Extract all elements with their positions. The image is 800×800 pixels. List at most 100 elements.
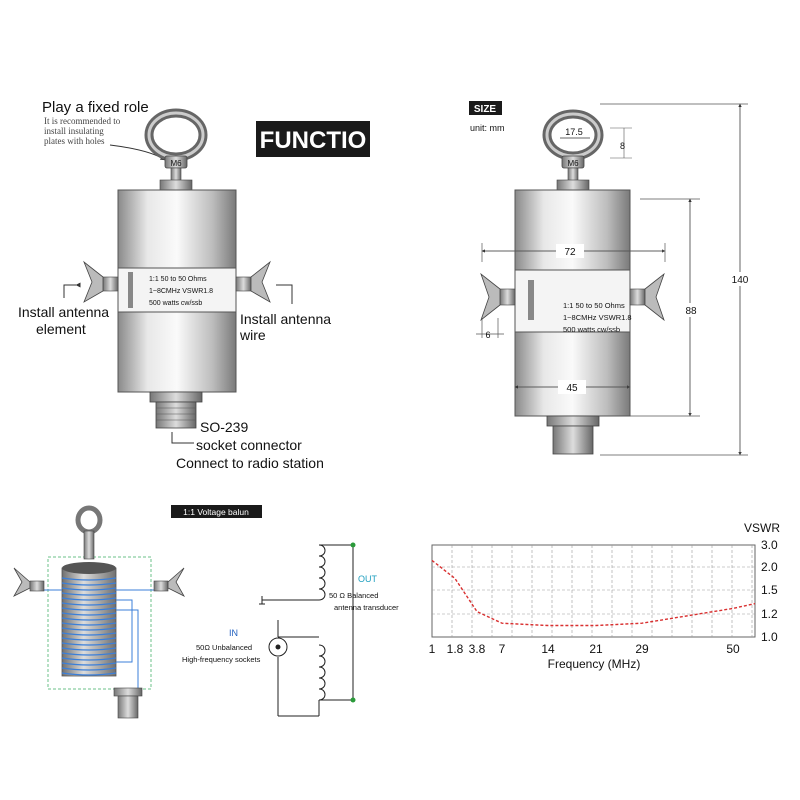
dim-ring-height: 8 <box>620 141 625 151</box>
in-desc-2: High-frequency sockets <box>182 655 261 664</box>
coil-right-wing-nut <box>153 567 186 597</box>
label-line-3: 500 watts cw/ssb <box>149 300 202 307</box>
bottom-callout-1: SO-239 <box>200 419 248 435</box>
size-unit: unit: mm <box>470 123 505 133</box>
size-left-wing-nut <box>480 272 516 322</box>
coil-winding-turn <box>61 642 117 646</box>
in-desc-1: 50Ω Unbalanced <box>196 643 252 652</box>
right-wing-nut <box>235 260 271 303</box>
y-tick-label: 3.0 <box>761 538 778 552</box>
balun-upper-body <box>117 189 237 271</box>
size-title: SIZE <box>474 104 497 115</box>
dim-diameter: 45 <box>566 383 578 394</box>
out-desc-2: antenna transducer <box>334 603 399 612</box>
label-line-2: 1~8CMHz VSWR1.8 <box>149 288 213 295</box>
x-tick-label: 14 <box>541 642 555 656</box>
left-wing-nut <box>83 260 119 303</box>
size-right-wing-nut <box>629 272 665 322</box>
coil-winding-turn <box>61 652 117 656</box>
vswr-series-line <box>431 559 756 627</box>
coil-winding-turn <box>61 592 117 596</box>
coil-windings <box>61 577 117 676</box>
in-label: IN <box>229 628 238 638</box>
out-terminal-top <box>350 542 356 548</box>
y-tick-label: 1.5 <box>761 583 778 597</box>
size-title-box <box>469 101 502 115</box>
chart-y-ticks: 1.0 1.2 1.5 2.0 3.0 <box>761 538 778 644</box>
x-tick-label: 21 <box>589 642 603 656</box>
y-tick-label: 1.0 <box>761 630 778 644</box>
balun-title: 1:1 Voltage balun <box>183 507 249 517</box>
out-label: OUT <box>358 574 378 584</box>
x-tick-label: 1 <box>429 642 436 656</box>
so239-connector-flange <box>149 391 203 403</box>
dim-ring: 17.5 <box>565 127 583 137</box>
dim-wing: 6 <box>485 330 490 340</box>
size-label-line-3: 500 watts cw/ssb <box>563 325 620 334</box>
balun-schematic <box>259 544 354 717</box>
coil-winding-turn <box>61 627 117 631</box>
coil-winding-turn <box>61 607 117 611</box>
coil-winding-turn <box>61 632 117 636</box>
right-callout-2: wire <box>239 327 266 343</box>
coil-winding-turn <box>61 647 117 651</box>
size-label-line-1: 1:1 50 to 50 Ohms <box>563 301 625 310</box>
bottom-callout-2: socket connector <box>196 437 302 453</box>
dim-height-body: 88 <box>685 306 697 317</box>
coil-winding-turn <box>61 657 117 661</box>
coil-winding-turn <box>61 667 117 671</box>
fixed-role-note-1: It is recommended to <box>44 116 121 126</box>
left-callout-1: Install antenna <box>18 304 109 320</box>
so239-connector <box>155 401 197 429</box>
y-tick-label: 2.0 <box>761 560 778 574</box>
out-desc-1: 50 Ω Balanced <box>329 591 378 600</box>
left-callout-2: element <box>36 321 86 337</box>
coil-winding-turn <box>61 577 117 581</box>
coil-winding-turn <box>61 617 117 621</box>
coil-left-wing-nut <box>12 567 45 597</box>
size-connector <box>552 425 594 455</box>
coil-winding-turn <box>61 662 117 666</box>
size-lower-body <box>514 329 631 417</box>
bolt-label: M6 <box>170 159 182 168</box>
coil-winding-turn <box>61 622 117 626</box>
coil-winding-turn <box>61 587 117 591</box>
balun-lower-body <box>117 309 237 393</box>
size-bolt-label: M6 <box>567 159 579 168</box>
coil-winding-turn <box>61 602 117 606</box>
coil-winding-turn <box>61 672 117 676</box>
x-tick-label: 29 <box>635 642 649 656</box>
fixed-role-note-3: plates with holes <box>44 136 105 146</box>
x-tick-label: 3.8 <box>469 642 486 656</box>
bottom-callout-3: Connect to radio station <box>176 455 324 471</box>
dim-height-total: 140 <box>732 275 749 286</box>
coil-eye-bolt <box>75 505 103 535</box>
size-upper-body <box>514 189 631 273</box>
size-label-line-2: 1~8CMHz VSWR1.8 <box>563 313 632 322</box>
coil-core <box>61 567 117 677</box>
x-tick-label: 7 <box>499 642 506 656</box>
coil-winding-turn <box>61 582 117 586</box>
coil-enclosure-outline <box>47 556 152 690</box>
function-title-box <box>256 121 370 157</box>
label-line-1: 1:1 50 to 50 Ohms <box>149 276 207 283</box>
size-panel: SIZE unit: mm 17.5 8 M6 1:1 50 to 50 Ohm… <box>469 101 752 456</box>
out-terminal-bottom <box>350 697 356 703</box>
balun-title-box <box>171 505 262 518</box>
function-panel: Play a fixed role It is recommended to i… <box>18 99 370 471</box>
x-tick-label: 50 <box>726 642 740 656</box>
function-title: FUNCTIO <box>260 127 367 154</box>
fixed-role-title: Play a fixed role <box>42 99 149 116</box>
fixed-role-note-2: install insulating <box>44 126 104 136</box>
coil-connector <box>117 695 139 719</box>
y-tick-label: 1.2 <box>761 607 778 621</box>
dim-width: 72 <box>564 247 576 258</box>
right-callout-1: Install antenna <box>240 311 331 327</box>
chart-x-label: Frequency (MHz) <box>548 657 641 671</box>
coil-winding-turn <box>61 597 117 601</box>
chart-plot-area <box>431 544 756 638</box>
coil-winding-turn <box>61 612 117 616</box>
coil-winding-turn <box>61 637 117 641</box>
